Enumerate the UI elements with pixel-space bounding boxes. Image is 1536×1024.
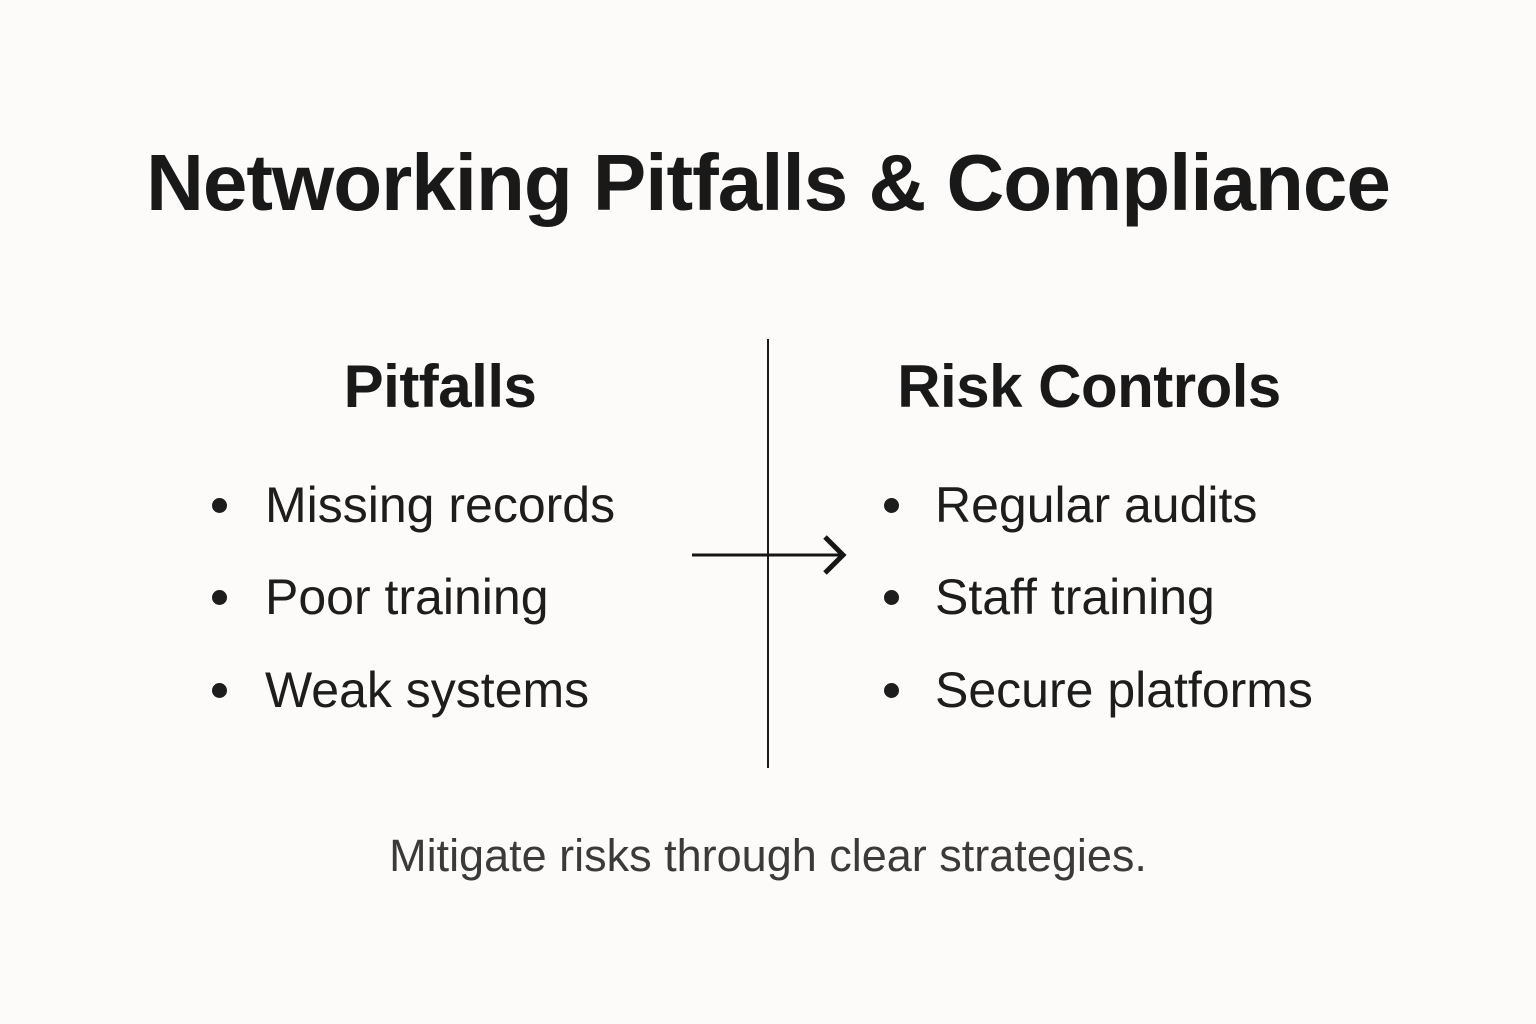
list-item-label: Staff training xyxy=(935,569,1215,625)
list-item: Secure platforms xyxy=(884,659,1313,721)
footer-caption: Mitigate risks through clear strategies. xyxy=(389,830,1147,881)
list-item: Weak systems xyxy=(212,659,589,721)
bullet-dot-icon xyxy=(212,497,227,513)
page-title: Networking Pitfalls & Compliance xyxy=(146,138,1391,227)
list-item-label: Regular audits xyxy=(935,477,1258,533)
right-arrow-icon xyxy=(684,525,854,585)
list-item-label: Weak systems xyxy=(265,662,590,718)
bullet-dot-icon xyxy=(884,497,899,513)
bullet-dot-icon xyxy=(884,682,899,698)
pitfalls-column-heading: Pitfalls xyxy=(343,353,537,420)
bullet-dot-icon xyxy=(212,682,227,698)
list-item-label: Secure platforms xyxy=(935,662,1313,718)
list-item: Regular audits xyxy=(884,474,1257,536)
list-item-label: Missing records xyxy=(265,477,616,533)
bullet-dot-icon xyxy=(212,589,227,605)
list-item: Staff training xyxy=(884,566,1215,628)
list-item: Missing records xyxy=(212,474,615,536)
risk-controls-column-heading: Risk Controls xyxy=(897,353,1281,420)
bullet-dot-icon xyxy=(884,589,899,605)
list-item-label: Poor training xyxy=(265,569,549,625)
list-item: Poor training xyxy=(212,566,549,628)
